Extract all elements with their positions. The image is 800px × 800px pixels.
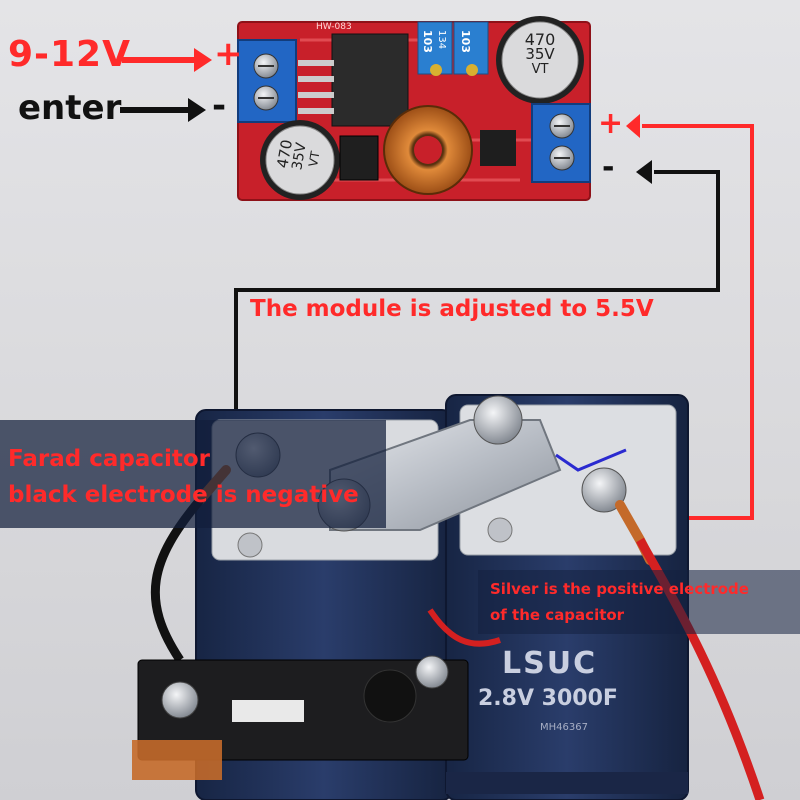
buzzer — [363, 669, 417, 723]
positive-wire-line — [642, 124, 754, 520]
negative-wire-arrow — [636, 160, 652, 184]
red-jumper — [427, 608, 501, 647]
pot1-label: 103 — [421, 30, 434, 53]
balance-bolt-left — [161, 681, 199, 719]
input-plus-sign: + — [214, 34, 243, 74]
positive-callout: Silver is the positive electrode of the … — [478, 570, 800, 634]
positive-bolt — [581, 467, 627, 513]
wiring-diagram — [234, 114, 754, 520]
board-code: HW-083 — [316, 22, 352, 32]
check-mark — [555, 448, 627, 472]
negative-callout: Farad capacitor black electrode is negat… — [0, 420, 386, 528]
red-cable — [636, 537, 765, 800]
cell-cert: MH46367 — [540, 722, 588, 733]
output-plus-sign: + — [598, 106, 624, 141]
copper-wire-bundle — [132, 740, 222, 780]
balance-board — [132, 655, 469, 780]
cell-rating: 2.8V 3000F — [478, 686, 618, 711]
cap-top-text: 470 35V VT — [512, 30, 568, 78]
regulator-ic — [331, 33, 409, 127]
negative-wire-line — [234, 170, 720, 440]
busbar — [329, 419, 562, 531]
module-adjust-note: The module is adjusted to 5.5V — [250, 296, 654, 322]
cap-top-voltage: 35V — [525, 45, 555, 63]
buck-module — [237, 16, 591, 201]
negative-callout-line2: black electrode is negative — [8, 482, 359, 508]
pot2-label: 103 — [459, 30, 472, 53]
balance-bolt-right — [415, 655, 449, 689]
positive-callout-line2: of the capacitor — [490, 606, 625, 624]
input-voltage-label: 9-12V — [8, 34, 131, 75]
cap-top-face — [501, 21, 579, 99]
negative-callout-line1: Farad capacitor — [8, 446, 211, 472]
output-minus-sign: - — [602, 150, 615, 185]
input-arrows — [120, 48, 212, 122]
diode-chip — [339, 135, 379, 181]
cap-bottom-text: 470 35V VT — [273, 127, 326, 186]
small-ic — [480, 130, 516, 166]
cell-label-band — [446, 772, 688, 794]
cap-bottom-face — [265, 125, 335, 195]
input-red-arrow-head — [194, 48, 212, 72]
balance-chip-label — [232, 700, 304, 722]
input-black-arrow-head — [188, 98, 206, 122]
cap-top-value: 470 — [524, 30, 556, 49]
positive-wire-arrow — [626, 114, 640, 138]
cap-top-series: VT — [531, 62, 549, 77]
pot-sub-label: 134 — [436, 30, 447, 50]
input-enter-label: enter — [18, 88, 122, 128]
cell-brand: LSUC — [502, 646, 598, 681]
center-bolt-right — [473, 395, 523, 445]
positive-callout-line1: Silver is the positive electrode — [490, 580, 749, 598]
input-minus-sign: - — [212, 86, 227, 126]
